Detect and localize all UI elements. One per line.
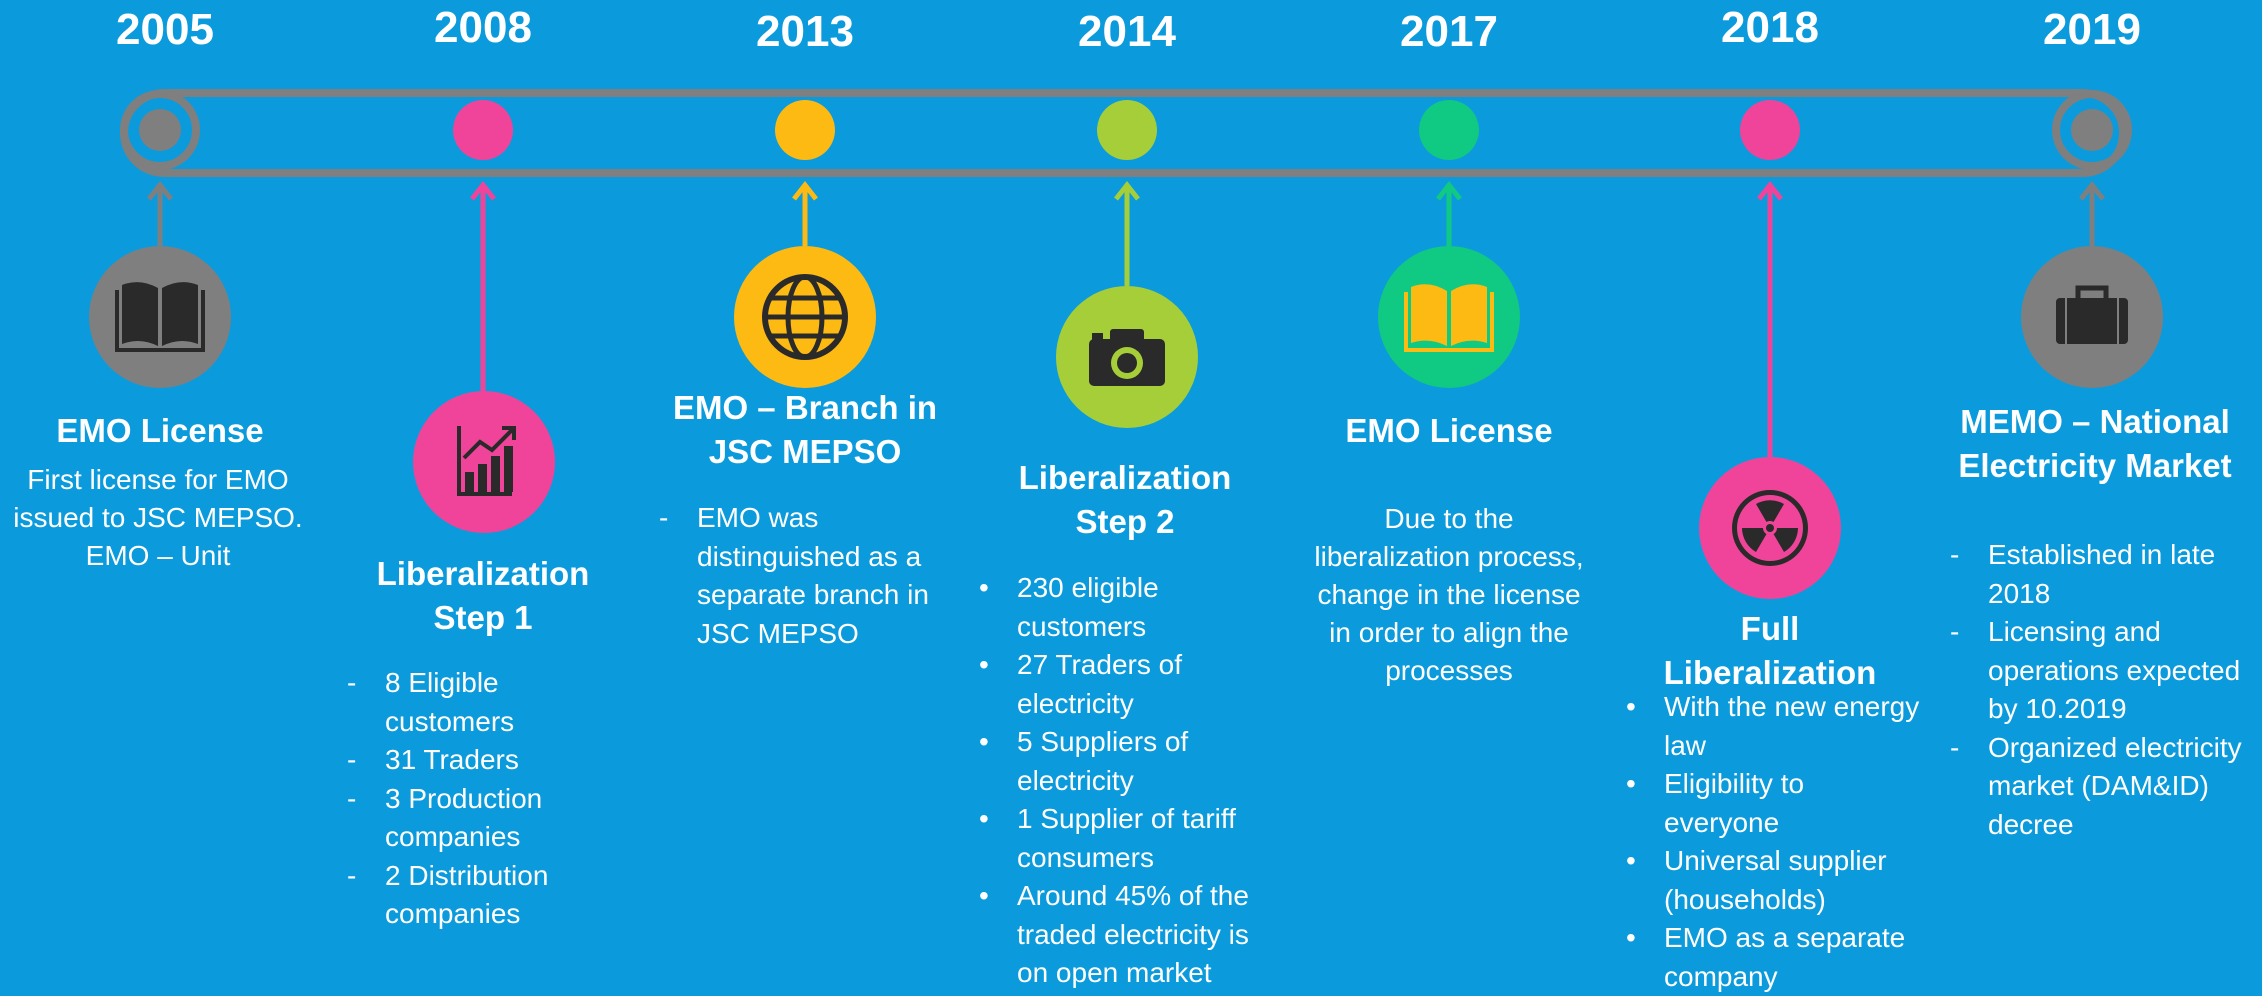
timeline-dot — [1097, 100, 1157, 160]
timeline-end-ring — [2052, 90, 2132, 170]
year-label: 2014 — [1078, 7, 1176, 56]
milestone-list: EMO was distinguished as a separate bran… — [659, 499, 949, 653]
milestone-title: Liberalization Step 2 — [1018, 459, 1232, 540]
timeline-dot — [1419, 100, 1479, 160]
open-book-icon — [1378, 246, 1520, 388]
year-label: 2008 — [434, 3, 532, 52]
timeline-dot — [1740, 100, 1800, 160]
milestone-description: Due to the liberalization process, chang… — [1314, 503, 1584, 686]
milestone-list: With the new energy lawEligibility to ev… — [1626, 688, 1926, 996]
timeline-dot — [2071, 109, 2113, 151]
list-item: 3 Production companies — [347, 780, 597, 857]
milestone-title: MEMO – National Electricity Market — [1958, 403, 2232, 484]
year-label: 2018 — [1721, 3, 1819, 52]
milestone-list: 8 Eligible customers 31 Traders3 Product… — [347, 664, 597, 934]
milestone-list: 230 eligible customers27 Traders of elec… — [979, 569, 1279, 993]
briefcase-icon — [2021, 246, 2163, 388]
milestone-title: EMO – Branch in JSC MEPSO — [672, 389, 938, 470]
connector-arrowhead — [1114, 180, 1140, 201]
list-item: 31 Traders — [347, 741, 597, 780]
connector-arrowhead — [1757, 180, 1783, 201]
radiation-icon — [1699, 457, 1841, 599]
milestone-title: EMO License — [56, 412, 264, 449]
chart-growth-icon — [413, 391, 555, 533]
timeline-end-ring — [120, 90, 200, 170]
connector-arrowhead — [147, 180, 173, 201]
list-item: EMO was distinguished as a separate bran… — [659, 499, 949, 653]
list-item: EMO as a separate company — [1626, 919, 1926, 996]
year-label: 2005 — [116, 5, 214, 54]
list-item: Organized electricity market (DAM&ID) de… — [1950, 729, 2250, 845]
year-label: 2013 — [756, 7, 854, 56]
list-item: 1 Supplier of tariff consumers — [979, 800, 1279, 877]
list-item: Eligibility to everyone — [1626, 765, 1926, 842]
list-item: 2 Distribution companies — [347, 857, 597, 934]
milestone-list: Established in late 2018Licensing and op… — [1950, 536, 2250, 844]
connector-arrowhead — [792, 180, 818, 201]
list-item: 5 Suppliers of electricity — [979, 723, 1279, 800]
timeline-dot — [775, 100, 835, 160]
list-item: 230 eligible customers — [979, 569, 1279, 646]
milestone-title: Full Liberalization — [1663, 610, 1877, 691]
milestone-title: EMO License — [1345, 412, 1553, 449]
book-icon — [89, 246, 231, 388]
list-item: Licensing and operations expected by 10.… — [1950, 613, 2250, 729]
camera-icon — [1056, 286, 1198, 428]
timeline-dot — [139, 109, 181, 151]
connector-arrowhead — [2079, 180, 2105, 201]
milestone-title: Liberalization Step 1 — [376, 555, 590, 636]
list-item: Universal supplier (households) — [1626, 842, 1926, 919]
timeline-dot — [453, 100, 513, 160]
globe-icon — [734, 246, 876, 388]
list-item: Around 45% of the traded electricity is … — [979, 877, 1279, 993]
connector-arrowhead — [1436, 180, 1462, 201]
list-item: With the new energy law — [1626, 688, 1926, 765]
list-item: 27 Traders of electricity — [979, 646, 1279, 723]
year-label: 2019 — [2043, 5, 2141, 54]
year-label: 2017 — [1400, 7, 1498, 56]
milestone-description: First license for EMO issued to JSC MEPS… — [13, 464, 303, 571]
list-item: Established in late 2018 — [1950, 536, 2250, 613]
connector-arrowhead — [470, 180, 496, 201]
list-item: 8 Eligible customers — [347, 664, 597, 741]
